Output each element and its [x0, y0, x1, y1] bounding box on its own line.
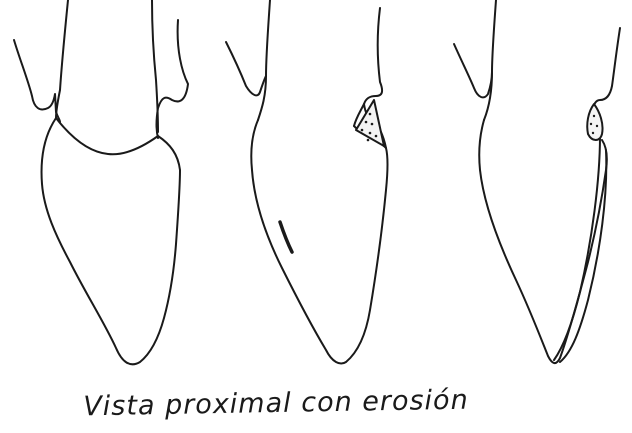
tooth-1-root-right [152, 0, 158, 132]
tooth-1 [14, 0, 188, 364]
tooth-1-gingiva-left [14, 40, 60, 122]
tooth-2 [226, 0, 388, 364]
tooth-2-gingiva-left [226, 42, 266, 95]
tooth-3-crown [479, 120, 607, 363]
tooth-2-root-left [258, 0, 270, 120]
tooth-1-root-left [56, 0, 68, 118]
tooth-3-root-left [484, 0, 496, 120]
tooth-1-cej-line [56, 118, 158, 154]
tooth-3 [454, 0, 620, 363]
tooth-2-crown [251, 120, 387, 364]
tooth-2-wear-mark [280, 222, 292, 252]
tooth-3-gingiva-right [592, 28, 620, 110]
tooth-3-groove-outer [560, 150, 606, 362]
tooth-2-erosion-wedge [356, 100, 384, 146]
tooth-3-erosion-patch [587, 104, 602, 140]
tooth-3-groove-inner [554, 110, 600, 360]
tooth-1-gingiva-right [157, 20, 189, 138]
tooth-3-gingiva-left [454, 44, 492, 97]
